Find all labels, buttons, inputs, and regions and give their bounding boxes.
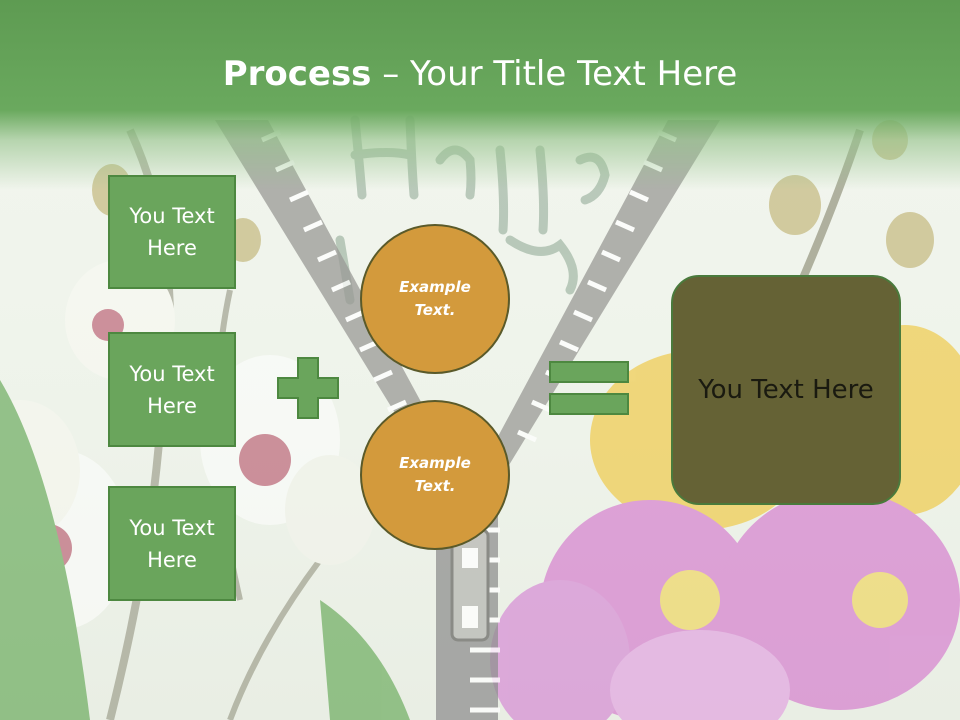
example-circle-2-text: Example Text.	[399, 454, 471, 495]
input-box-2[interactable]: You Text Here	[108, 332, 236, 447]
input-box-3[interactable]: You Text Here	[108, 486, 236, 601]
title-band	[0, 0, 960, 190]
equals-icon	[549, 361, 629, 415]
input-box-1-text: You Text Here	[129, 204, 215, 260]
plus-icon	[277, 357, 339, 419]
result-text: You Text Here	[698, 375, 874, 405]
input-box-2-text: You Text Here	[129, 361, 215, 418]
input-box-3-text: You Text Here	[129, 515, 215, 572]
title-rest: – Your Title Text Here	[371, 54, 738, 94]
title-bold: Process	[222, 54, 372, 94]
result-box[interactable]: You Text Here	[671, 275, 901, 505]
example-circle-1[interactable]: Example Text.	[360, 224, 510, 374]
slide-title: Process – Your Title Text Here	[0, 50, 960, 98]
input-box-1[interactable]: You Text Here	[108, 175, 236, 289]
example-circle-1-text: Example Text.	[399, 278, 471, 319]
example-circle-2[interactable]: Example Text.	[360, 400, 510, 550]
